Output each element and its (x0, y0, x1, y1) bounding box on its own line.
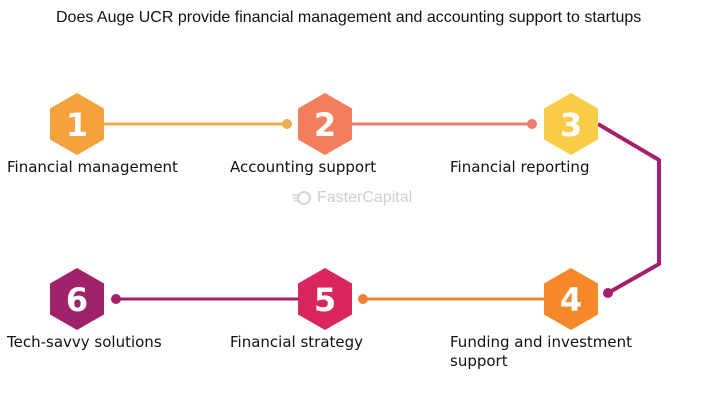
step-node-2: 2 (298, 93, 352, 155)
step-label-4: Funding and investment support (450, 333, 632, 370)
connector-5-6-dot (111, 294, 121, 304)
connectors (104, 119, 661, 304)
hexagon-shape (298, 268, 352, 330)
step-label-2: Accounting support (230, 158, 377, 176)
step-number: 2 (314, 106, 336, 144)
step-label-3: Financial reporting (450, 158, 590, 176)
step-node-4: 4 (544, 268, 598, 330)
step-number: 1 (66, 106, 88, 144)
watermark: FasterCapital (292, 189, 412, 207)
step-label-5: Financial strategy (230, 333, 364, 351)
page-title: Does Auge UCR provide financial manageme… (56, 9, 642, 26)
connector-2-3-dot (527, 119, 537, 129)
hexagon-shape (298, 93, 352, 155)
step-number: 5 (314, 281, 336, 319)
step-number: 3 (560, 106, 582, 144)
hexagon-shape (50, 93, 104, 155)
connector-3-4-dot (603, 288, 613, 298)
step-number: 4 (560, 281, 582, 319)
step-label-1: Financial management (7, 158, 178, 176)
step-node-5: 5 (298, 268, 352, 330)
faster-capital-logo-icon (292, 191, 311, 205)
watermark-text: FasterCapital (317, 189, 413, 206)
step-node-6: 6 (50, 268, 104, 330)
connector-1-2-dot (282, 119, 292, 129)
hexagon-shape (544, 93, 598, 155)
step-node-1: 1 (50, 93, 104, 155)
connector-4-5-dot (358, 294, 368, 304)
hexagon-shape (544, 268, 598, 330)
step-label-6: Tech-savvy solutions (7, 333, 162, 351)
step-number: 6 (66, 281, 88, 319)
connector-3-4 (596, 122, 661, 295)
hexagon-shape (50, 268, 104, 330)
step-node-3: 3 (544, 93, 598, 155)
